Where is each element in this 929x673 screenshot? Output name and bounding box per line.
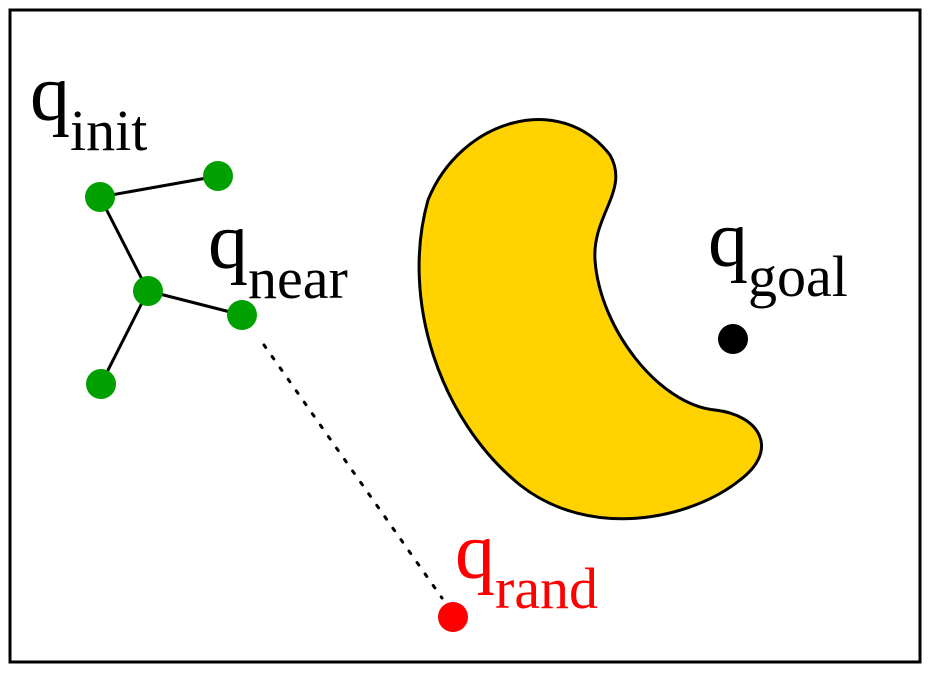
tree-node-branch	[133, 276, 163, 306]
extension-dotted-line	[262, 343, 444, 600]
goal-point	[718, 324, 748, 354]
label-q-goal-base: q	[708, 196, 748, 284]
tree-node-near	[227, 300, 257, 330]
label-q-near: qnear	[208, 198, 348, 311]
label-q-goal: qgoal	[708, 196, 848, 309]
label-q-rand-base: q	[455, 508, 495, 596]
label-q-goal-sub: goal	[748, 244, 848, 309]
label-q-rand: qrand	[455, 508, 598, 621]
label-q-init-sub: init	[70, 98, 147, 163]
tree-node-leaf-bottom	[86, 369, 116, 399]
tree-node-root	[85, 182, 115, 212]
tree-edge-root-leaf-top	[99, 174, 219, 199]
tree-edge-branch-near	[147, 289, 243, 317]
random-sample-point	[438, 602, 468, 632]
label-q-init: qinit	[30, 50, 147, 163]
label-q-near-base: q	[208, 198, 248, 286]
tree-node-leaf-top	[203, 161, 233, 191]
label-q-near-sub: near	[248, 246, 348, 311]
tree-edge-root-branch	[98, 196, 150, 292]
tree-edge-branch-leaf-bottom	[99, 290, 150, 385]
label-q-rand-sub: rand	[495, 556, 598, 621]
label-q-init-base: q	[30, 50, 70, 138]
obstacle	[417, 118, 763, 521]
